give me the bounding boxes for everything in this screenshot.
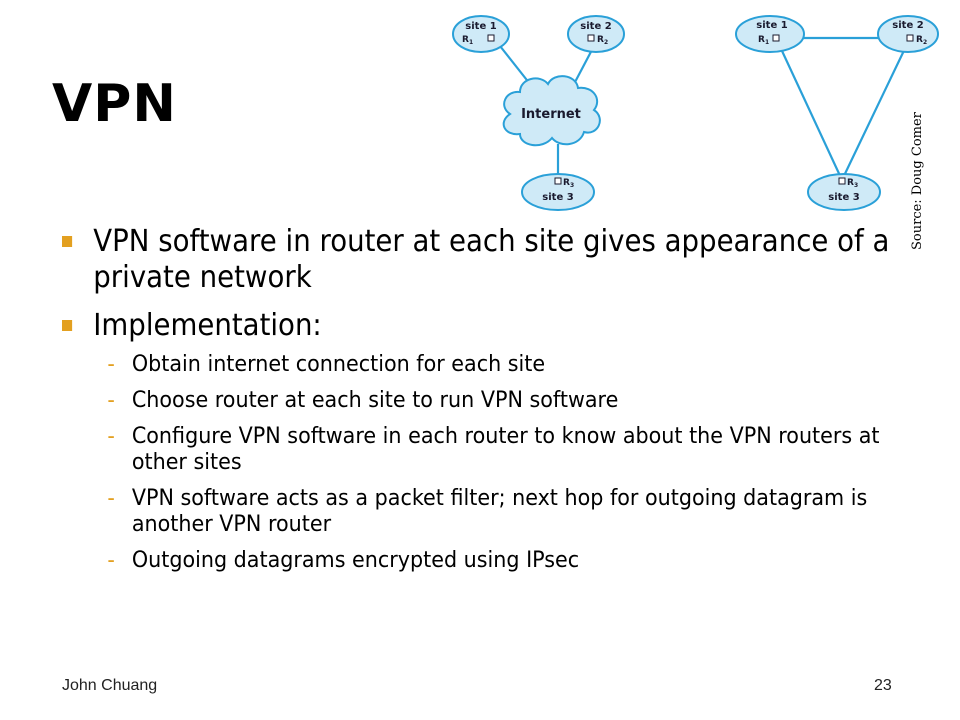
dash-bullet-icon: - xyxy=(107,424,115,449)
vpn-mesh-diagram: site 1 R1 site 2 R2 R3 site 3 xyxy=(735,15,939,211)
link-site2-site3 xyxy=(841,37,911,181)
site3-label: site 3 xyxy=(828,192,859,203)
dash-bullet-icon: - xyxy=(107,548,115,573)
dash-bullet-icon: - xyxy=(107,388,115,413)
square-bullet-icon xyxy=(62,236,73,247)
bullet-text: VPN software in router at each site give… xyxy=(93,224,890,295)
implementation-steps: - Obtain internet connection for each si… xyxy=(98,352,902,574)
sub-bullet-packet-filter: - VPN software acts as a packet filter; … xyxy=(98,486,931,538)
site1-node: site 1 R1 xyxy=(452,15,510,53)
site1-label: site 1 xyxy=(756,20,787,31)
site2-node: site 2 R2 xyxy=(567,15,625,53)
internet-vpn-diagram: Internet site 1 R1 site 2 R2 R3 site 3 xyxy=(452,15,625,211)
sub-bullet-text: Configure VPN software in each router to… xyxy=(131,424,880,475)
bullet-implementation: Implementation: xyxy=(62,308,912,344)
link-site1-internet xyxy=(499,45,531,85)
r3-label: R3 xyxy=(563,178,574,189)
slide-title: VPN xyxy=(52,74,177,134)
sub-bullet-encryption: - Outgoing datagrams encrypted using IPs… xyxy=(98,548,931,574)
sub-bullet-text: Obtain internet connection for each site xyxy=(131,352,546,377)
site3-label: site 3 xyxy=(542,192,573,203)
r1-label: R1 xyxy=(462,35,473,46)
sub-bullet-text: Choose router at each site to run VPN so… xyxy=(131,388,619,413)
bullet-vpn-software: VPN software in router at each site give… xyxy=(62,224,912,296)
router-r1-icon xyxy=(487,34,495,42)
r2-label: R2 xyxy=(916,35,927,46)
sub-bullet-configure-vpn: - Configure VPN software in each router … xyxy=(98,424,931,476)
r1-label: R1 xyxy=(758,35,769,46)
router-r2-icon xyxy=(587,34,595,42)
site2-node: site 2 R2 xyxy=(877,15,939,53)
sub-bullet-choose-router: - Choose router at each site to run VPN … xyxy=(98,388,931,414)
dash-bullet-icon: - xyxy=(107,352,115,377)
router-r3-icon xyxy=(838,177,846,185)
site3-node: R3 site 3 xyxy=(521,173,595,211)
site1-label: site 1 xyxy=(465,21,496,32)
internet-label: Internet xyxy=(521,107,581,122)
slide-content: VPN software in router at each site give… xyxy=(62,224,902,584)
sub-bullet-text: VPN software acts as a packet filter; ne… xyxy=(131,486,868,537)
site2-label: site 2 xyxy=(892,20,923,31)
link-site1-site3 xyxy=(775,37,843,181)
footer-author: John Chuang xyxy=(62,677,158,694)
site3-node: R3 site 3 xyxy=(807,173,881,211)
r2-label: R2 xyxy=(597,35,608,46)
source-credit: Source: Doug Comer xyxy=(910,112,925,250)
router-r3-icon xyxy=(554,177,562,185)
bullet-text: Implementation: xyxy=(93,308,322,343)
site2-label: site 2 xyxy=(580,21,611,32)
page-number: 23 xyxy=(874,677,892,694)
sub-bullet-text: Outgoing datagrams encrypted using IPsec xyxy=(131,548,580,573)
router-r2-icon xyxy=(906,34,914,42)
router-r1-icon xyxy=(772,34,780,42)
sub-bullet-obtain-connection: - Obtain internet connection for each si… xyxy=(98,352,931,378)
site1-node: site 1 R1 xyxy=(735,15,805,53)
internet-cloud: Internet xyxy=(502,75,601,147)
dash-bullet-icon: - xyxy=(107,486,115,511)
r3-label: R3 xyxy=(847,178,858,189)
square-bullet-icon xyxy=(62,320,73,331)
